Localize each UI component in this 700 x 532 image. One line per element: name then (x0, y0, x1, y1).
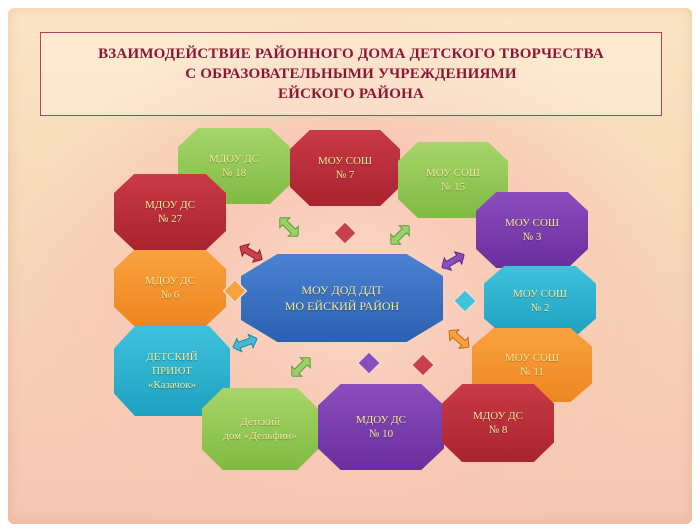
node-number: № 6 (160, 289, 180, 301)
node-label: ДЕТСКИЙ (146, 351, 198, 363)
node-label: МДОУ ДС (145, 275, 195, 287)
node-label: МОУ СОШ (425, 167, 481, 179)
node-number: № 27 (157, 213, 183, 225)
node-number: № 7 (335, 169, 355, 181)
diamond-connector-icon (222, 278, 248, 304)
center-node-ddt: МОУ ДОД ДДТ МО ЕЙСКИЙ РАЙОН (241, 254, 443, 342)
node-label: МОУ СОШ (504, 352, 560, 364)
node-label: МОУ СОШ (504, 217, 560, 229)
node-label: Детский (240, 416, 280, 428)
node-number: № 18 (221, 167, 247, 179)
node-number: № 8 (488, 424, 508, 436)
node-mdou-8: МДОУ ДС № 8 (442, 384, 554, 462)
double-arrow-icon (435, 243, 471, 279)
title-line-3: ЕЙСКОГО РАЙОНА (278, 86, 424, 102)
node-mdou-6: МДОУ ДС № 6 (114, 250, 226, 326)
node-mou-sosh-3: МОУ СОШ № 3 (476, 192, 588, 268)
node-label: МДОУ ДС (145, 199, 195, 211)
node-mdou-27: МДОУ ДС № 27 (114, 174, 226, 250)
diamond-connector-icon (332, 220, 358, 246)
diamond-connector-icon (452, 288, 478, 314)
node-label: МОУ СОШ (512, 288, 568, 300)
node-label-2: ПРИЮТ (152, 365, 192, 377)
node-detskiy-dom-delfin: Детский дом «Дельфин» (202, 388, 318, 470)
node-number: № 15 (440, 181, 466, 193)
diagram-title: ВЗАИМОДЕЙСТВИЕ РАЙОННОГО ДОМА ДЕТСКОГО Т… (40, 32, 662, 116)
diamond-connector-icon (410, 352, 436, 378)
double-arrow-icon (271, 209, 308, 246)
node-number: № 3 (522, 231, 542, 243)
double-arrow-icon (382, 217, 419, 254)
double-arrow-icon (441, 321, 478, 358)
node-number: № 11 (520, 366, 544, 378)
title-line-1: ВЗАИМОДЕЙСТВИЕ РАЙОННОГО ДОМА ДЕТСКОГО Т… (98, 46, 604, 62)
node-label: МДОУ ДС (209, 153, 259, 165)
double-arrow-icon (233, 235, 269, 271)
node-mdou-10: МДОУ ДС № 10 (318, 384, 444, 470)
double-arrow-icon (228, 326, 261, 359)
node-label-3: «Казачок» (147, 379, 197, 391)
node-label: МДОУ ДС (473, 410, 523, 422)
node-number: № 10 (368, 428, 394, 440)
center-line-2: МО ЕЙСКИЙ РАЙОН (284, 299, 400, 313)
diamond-connector-icon (356, 350, 382, 376)
center-line-1: МОУ ДОД ДДТ (301, 283, 383, 297)
node-mou-sosh-2: МОУ СОШ № 2 (484, 266, 596, 336)
double-arrow-icon (283, 349, 320, 386)
node-mou-sosh-7: МОУ СОШ № 7 (290, 130, 400, 206)
title-line-2: С ОБРАЗОВАТЕЛЬНЫМИ УЧРЕЖДЕНИЯМИ (185, 66, 517, 82)
node-label-2: дом «Дельфин» (223, 430, 297, 442)
node-detskiy-priyut: ДЕТСКИЙ ПРИЮТ «Казачок» (114, 326, 230, 416)
node-label: МОУ СОШ (317, 155, 373, 167)
node-number: № 2 (530, 302, 550, 314)
node-label: МДОУ ДС (356, 414, 406, 426)
